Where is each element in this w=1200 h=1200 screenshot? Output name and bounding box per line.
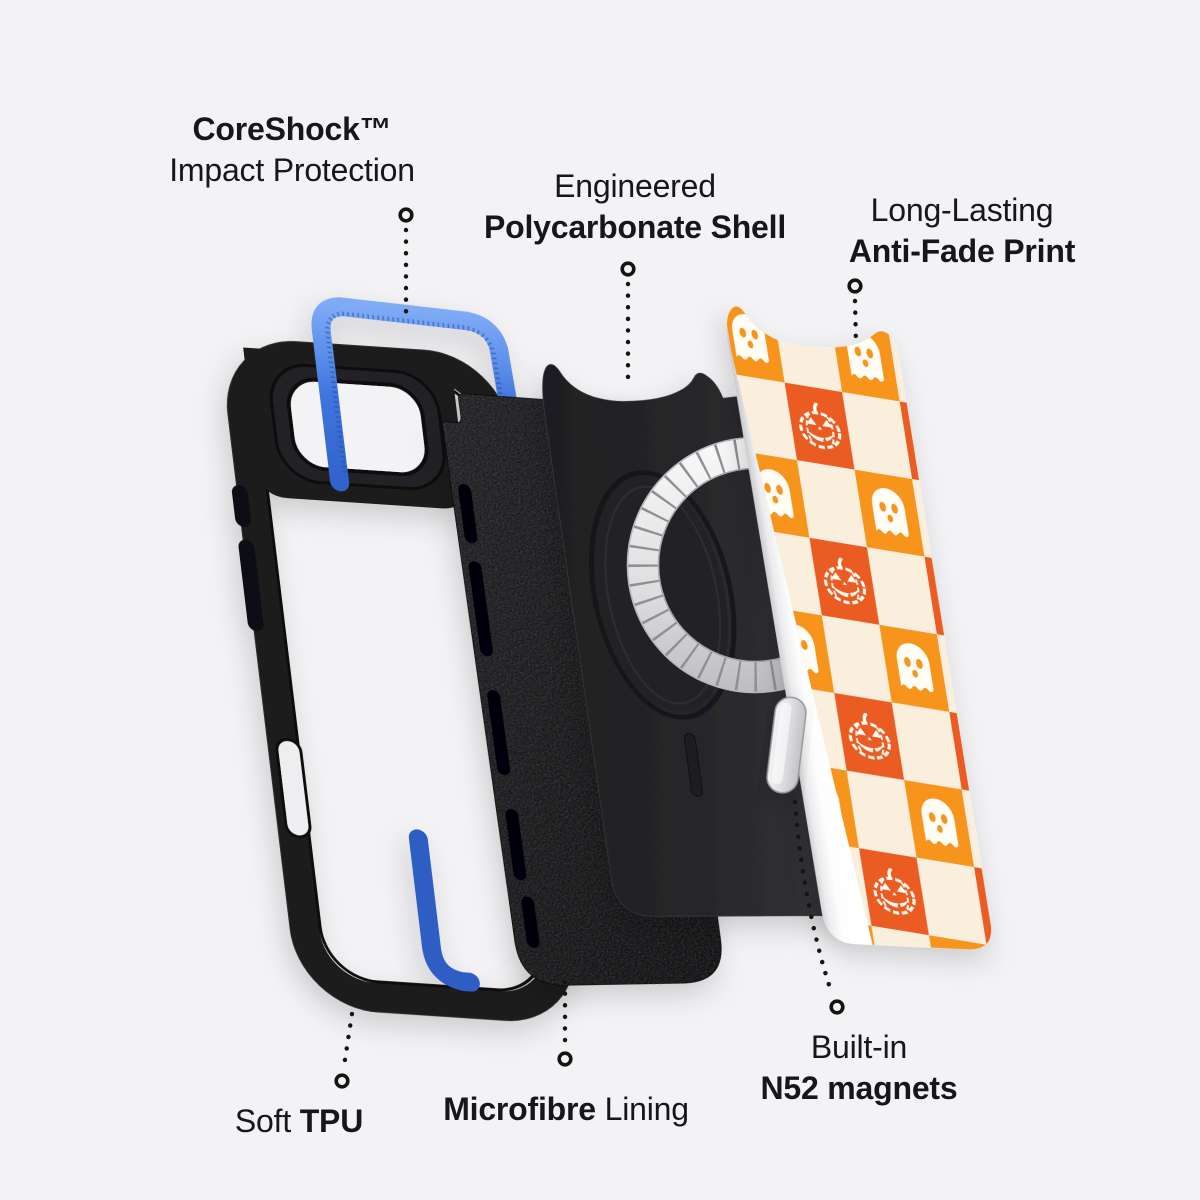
lining-button-slot-3: [487, 689, 511, 776]
tpu-title: TPU: [299, 1103, 364, 1139]
lining-button-slot-2: [468, 561, 493, 657]
leader-polycarbonate: [620, 261, 636, 386]
action-button: [231, 485, 252, 527]
callout-coreshock: CoreShock™ Impact Protection: [169, 109, 415, 191]
lining-suffix: Lining: [604, 1091, 689, 1127]
leader-antifade: [847, 278, 863, 347]
pumpkin-icon: [910, 418, 959, 472]
leader-tpu: [334, 1011, 355, 1089]
alignment-notch: [683, 732, 703, 797]
callout-soft-tpu: Soft TPU: [235, 1101, 363, 1142]
tpu-insert-bottom: [408, 829, 480, 992]
pumpkin-icon: [984, 883, 998, 937]
print-cell-pumpkin: [858, 848, 929, 936]
coreshock-subtitle: Impact Protection: [169, 152, 415, 188]
camera-cutout-hole: [286, 377, 429, 477]
tpu-insert-top: [311, 297, 535, 514]
print-intro: Long-Lasting: [870, 192, 1054, 228]
print-cell-pumpkin: [834, 692, 905, 781]
lining-button-slot-1: [458, 484, 478, 544]
lanyard-slot: [275, 738, 312, 839]
lining-port-slot-2: [521, 896, 540, 948]
leader-microfibre: [557, 979, 573, 1067]
magnets-intro: Built-in: [810, 1029, 908, 1065]
lining-title: Microfibre: [443, 1091, 596, 1127]
tpu-insert-top-knurl: [325, 311, 521, 499]
leader-coreshock: [398, 207, 414, 321]
print-title: Anti-Fade Print: [848, 233, 1076, 269]
print-cell-pumpkin: [784, 382, 855, 470]
shell-title: Polycarbonate Shell: [483, 209, 787, 245]
callout-microfibre-lining: Microfibre Lining: [443, 1089, 689, 1130]
magsafe-recess-groove: [588, 470, 737, 720]
callout-antifade-print: Long-Lasting Anti-Fade Print: [848, 190, 1076, 272]
leader-magnets: [792, 799, 845, 1015]
magsafe-recess-inner-line: [604, 485, 722, 705]
ghost-icon: [943, 951, 984, 968]
tpu-intro: Soft: [234, 1103, 292, 1139]
lining-port-slot-1: [505, 808, 527, 881]
magnets-title: N52 magnets: [760, 1070, 958, 1106]
pumpkin-icon: [959, 728, 998, 782]
print-cell-ghost: [928, 935, 998, 968]
shell-intro: Engineered: [554, 168, 716, 204]
magnet-bar: [766, 696, 807, 794]
volume-button: [238, 539, 264, 632]
callout-polycarbonate-shell: Engineered Polycarbonate Shell: [484, 166, 786, 248]
print-cell-pumpkin: [809, 537, 880, 625]
callout-n52-magnets: Built-in N52 magnets: [761, 1027, 958, 1109]
coreshock-title: CoreShock™: [192, 111, 392, 147]
pumpkin-icon: [934, 573, 984, 627]
bumper-case: [226, 297, 575, 1022]
